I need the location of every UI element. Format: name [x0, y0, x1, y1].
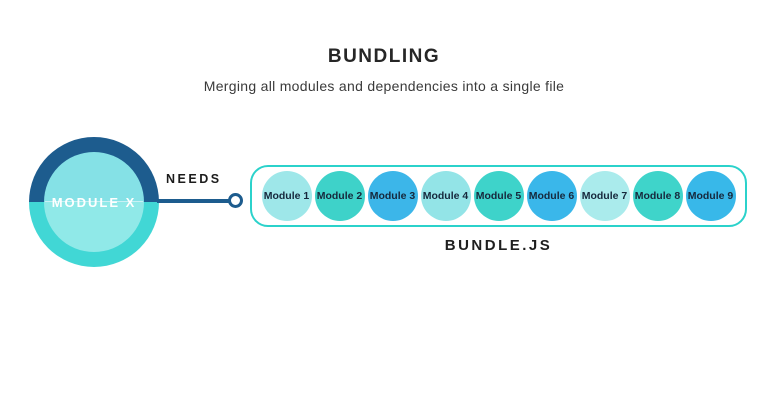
- bundle-module-label: Module 9: [687, 190, 734, 202]
- bundle-module-label: Module 5: [475, 190, 522, 202]
- bundle-module-label: Module 6: [528, 190, 575, 202]
- module-x-split-line: [45, 201, 143, 202]
- bundle-js-label: BUNDLE.JS: [444, 237, 553, 254]
- bundle-module-circle: Module 4: [420, 171, 471, 221]
- bundle-module-circle: Module 9: [685, 171, 736, 221]
- bundle-module-circle: Module 6: [526, 171, 577, 221]
- bundle-module-circle: Module 2: [314, 171, 365, 221]
- module-x-circle: MODULE X: [29, 137, 159, 267]
- bundle-module-circle: Module 8: [632, 171, 683, 221]
- bundle-box: Module 1 Module 2 Module 3 Module 4 Module 5…: [250, 165, 747, 227]
- module-x-inner-circle: [44, 152, 144, 252]
- bundle-module-label: Module 3: [369, 190, 416, 202]
- bundle-module-label: Module 1: [263, 190, 310, 202]
- bundle-module-label: Module 7: [581, 190, 628, 202]
- header: BUNDLING Merging all modules and depende…: [0, 46, 768, 94]
- bundle-module-circle: Module 7: [579, 171, 630, 221]
- module-x-label: MODULE X: [51, 194, 137, 210]
- bundle-module-circle: Module 5: [473, 171, 524, 221]
- connector-endpoint-ring-icon: [228, 193, 243, 208]
- bundle-module-label: Module 2: [316, 190, 363, 202]
- bundle-module-circle: Module 3: [367, 171, 418, 221]
- bundle-module-label: Module 8: [634, 190, 681, 202]
- bundle-module-circle: Module 1: [261, 171, 312, 221]
- connector-line: [157, 199, 231, 203]
- page-title: BUNDLING: [327, 46, 441, 67]
- needs-label: NEEDS: [166, 172, 222, 186]
- page-subtitle: Merging all modules and dependencies int…: [203, 78, 565, 94]
- bundle-module-label: Module 4: [422, 190, 469, 202]
